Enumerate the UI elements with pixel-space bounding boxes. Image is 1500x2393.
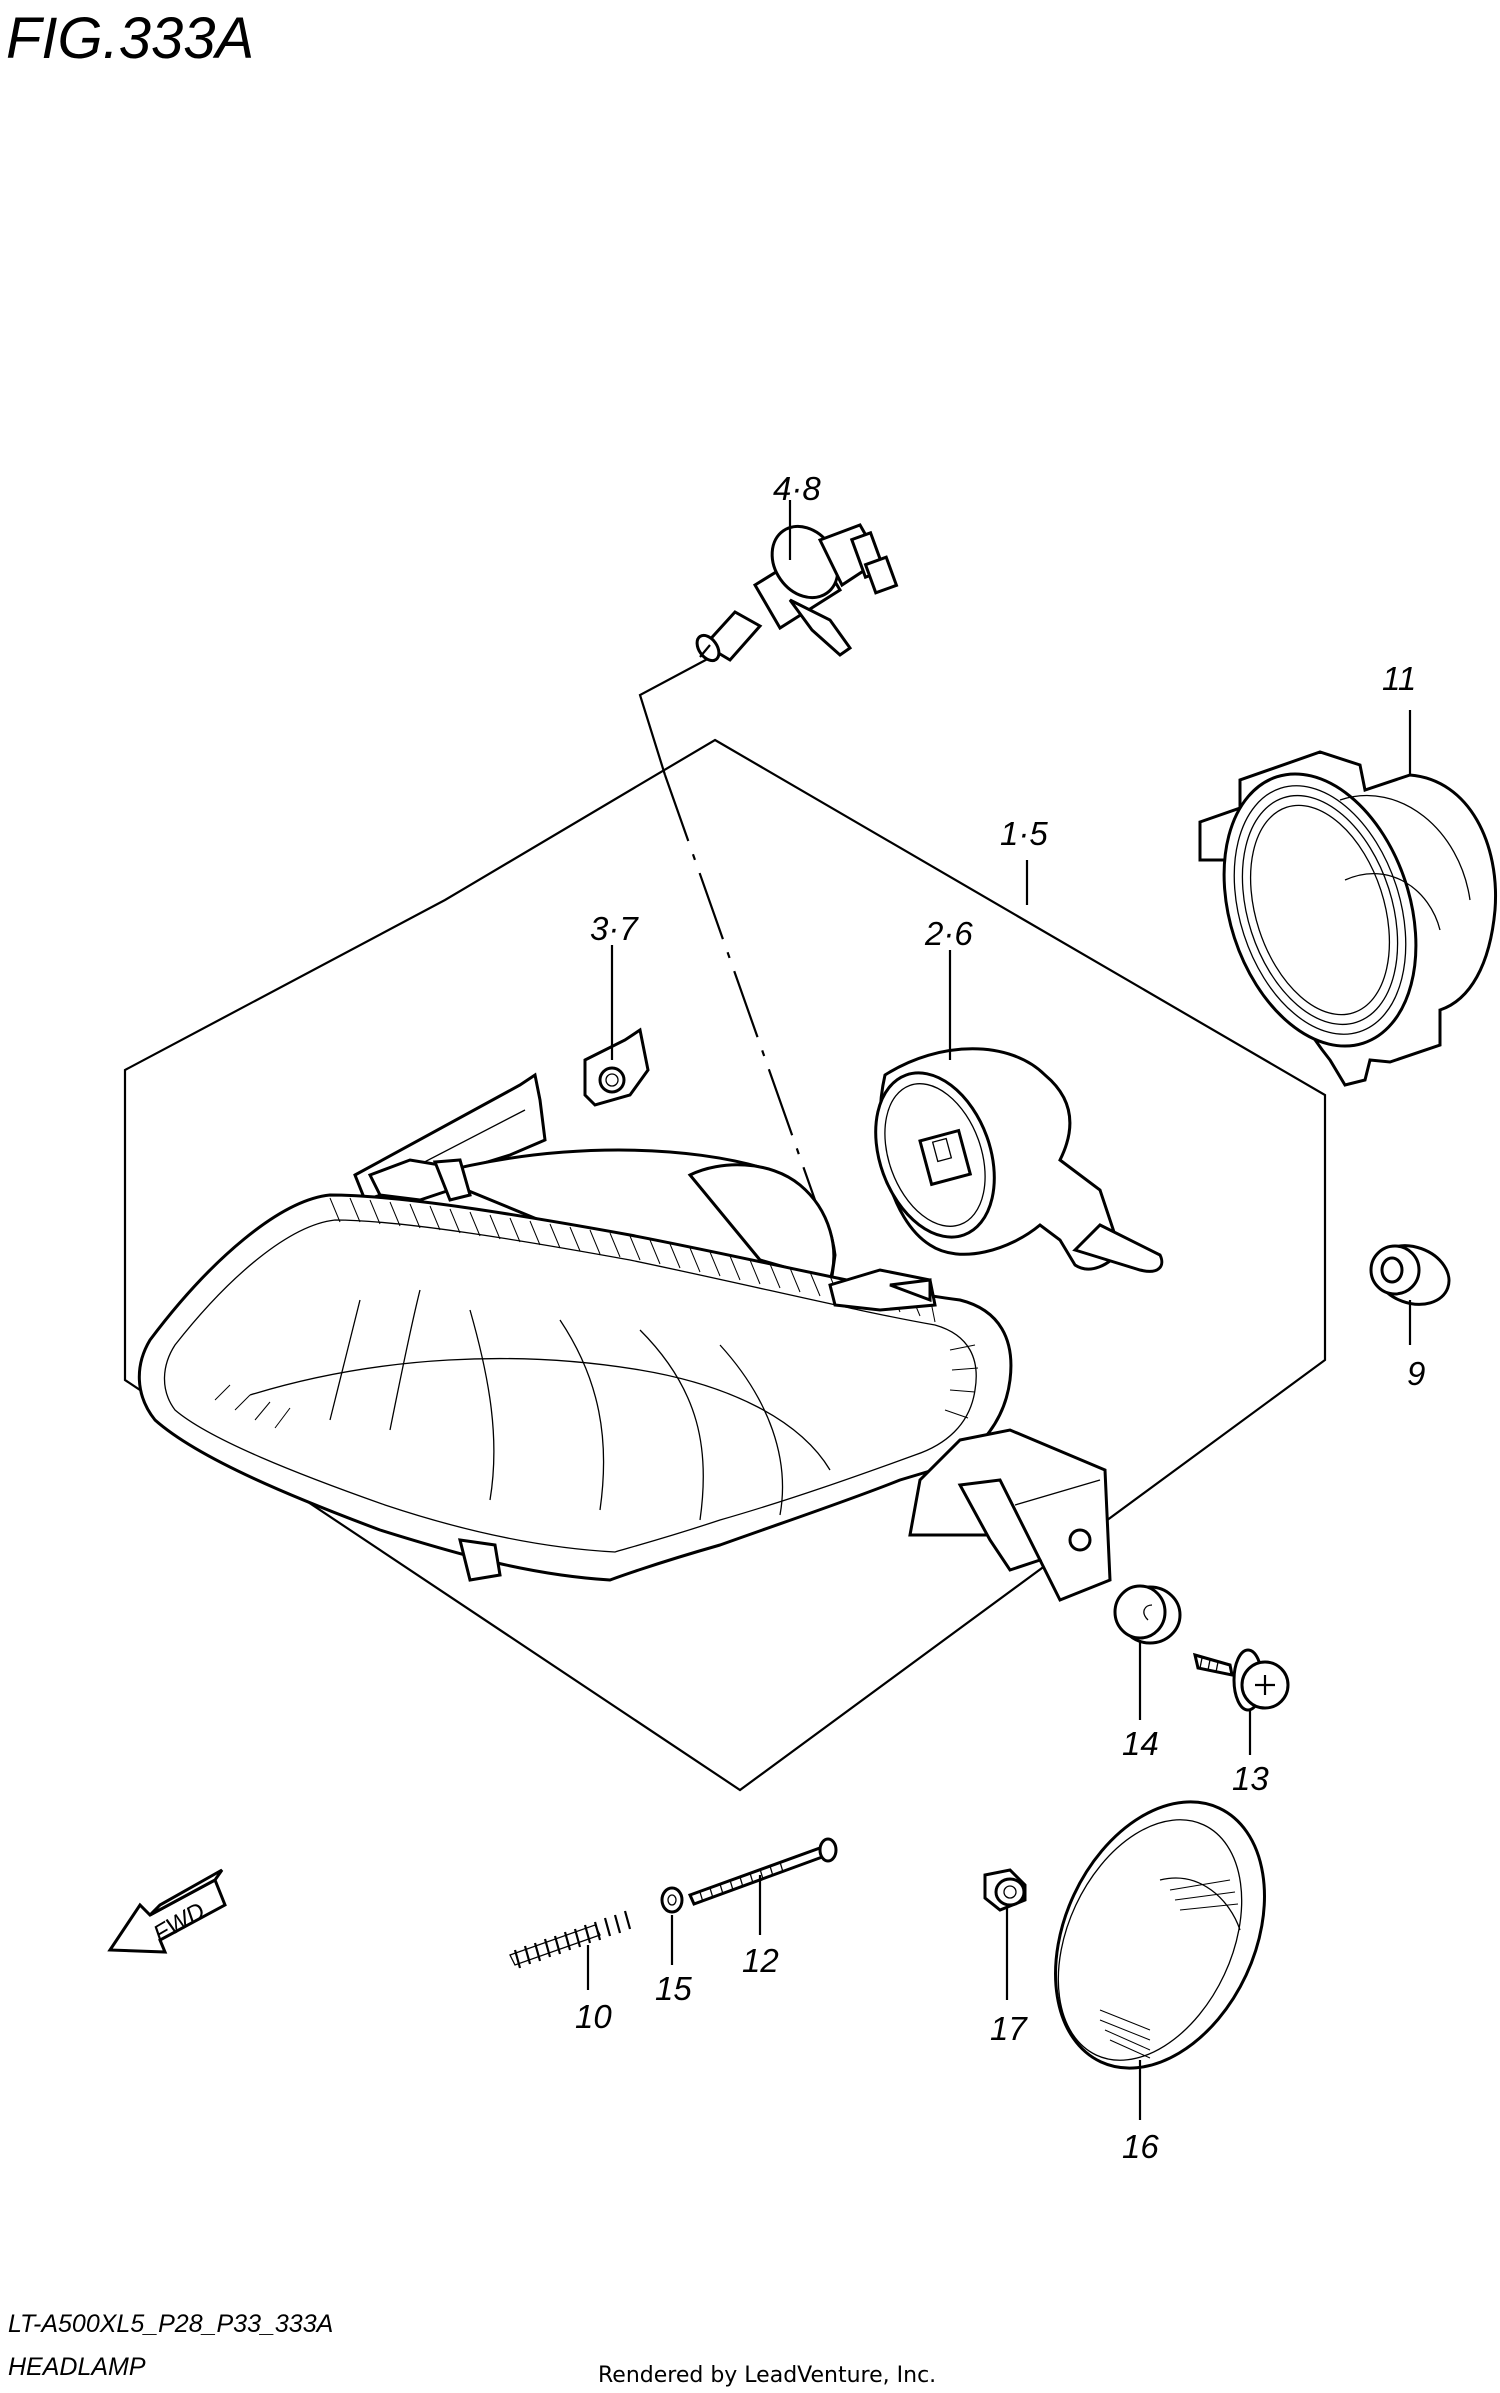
headlamp-housing <box>137 1072 1112 1602</box>
side-reflector <box>1054 1800 1266 2120</box>
adjusting-screw <box>687 1837 838 1935</box>
render-credit: Rendered by LeadVenture, Inc. <box>598 2363 936 2388</box>
callout-3-7[interactable]: 3·7 <box>590 910 639 947</box>
callout-11[interactable]: 11 <box>1382 660 1416 697</box>
adjuster-spring <box>509 1910 632 1990</box>
callout-16[interactable]: 16 <box>1122 2128 1159 2165</box>
callout-17[interactable]: 17 <box>990 2010 1028 2047</box>
washer <box>660 1886 684 1965</box>
assembly-outline <box>123 738 1327 1792</box>
clip-nut <box>583 945 650 1107</box>
callout-13[interactable]: 13 <box>1232 1760 1269 1797</box>
bulb-socket <box>874 950 1164 1273</box>
callout-9[interactable]: 9 <box>1407 1355 1425 1392</box>
grommet <box>1369 1244 1451 1345</box>
leader-bulb <box>638 654 716 776</box>
headlamp-bulb <box>695 500 899 663</box>
callout-14[interactable]: 14 <box>1122 1725 1159 1762</box>
callout-1-5[interactable]: 1·5 <box>1000 815 1048 852</box>
section-name: HEADLAMP <box>8 2353 146 2381</box>
screw <box>1192 1648 1290 1755</box>
leader-bulb-dashed <box>663 774 817 1201</box>
dust-cover <box>1198 710 1498 1087</box>
reflector-nut <box>983 1868 1027 2000</box>
forward-direction-arrow: FWD <box>107 1868 227 1954</box>
figure-title: FIG.333A <box>6 6 254 71</box>
callout-4-8[interactable]: 4·8 <box>773 470 821 507</box>
callout-10[interactable]: 10 <box>575 1998 612 2035</box>
callout-2-6[interactable]: 2·6 <box>924 915 973 952</box>
callout-15[interactable]: 15 <box>655 1970 692 2007</box>
cushion <box>1113 1584 1182 1720</box>
callout-12[interactable]: 12 <box>742 1942 779 1979</box>
model-code: LT-A500XL5_P28_P33_333A <box>8 2310 333 2338</box>
